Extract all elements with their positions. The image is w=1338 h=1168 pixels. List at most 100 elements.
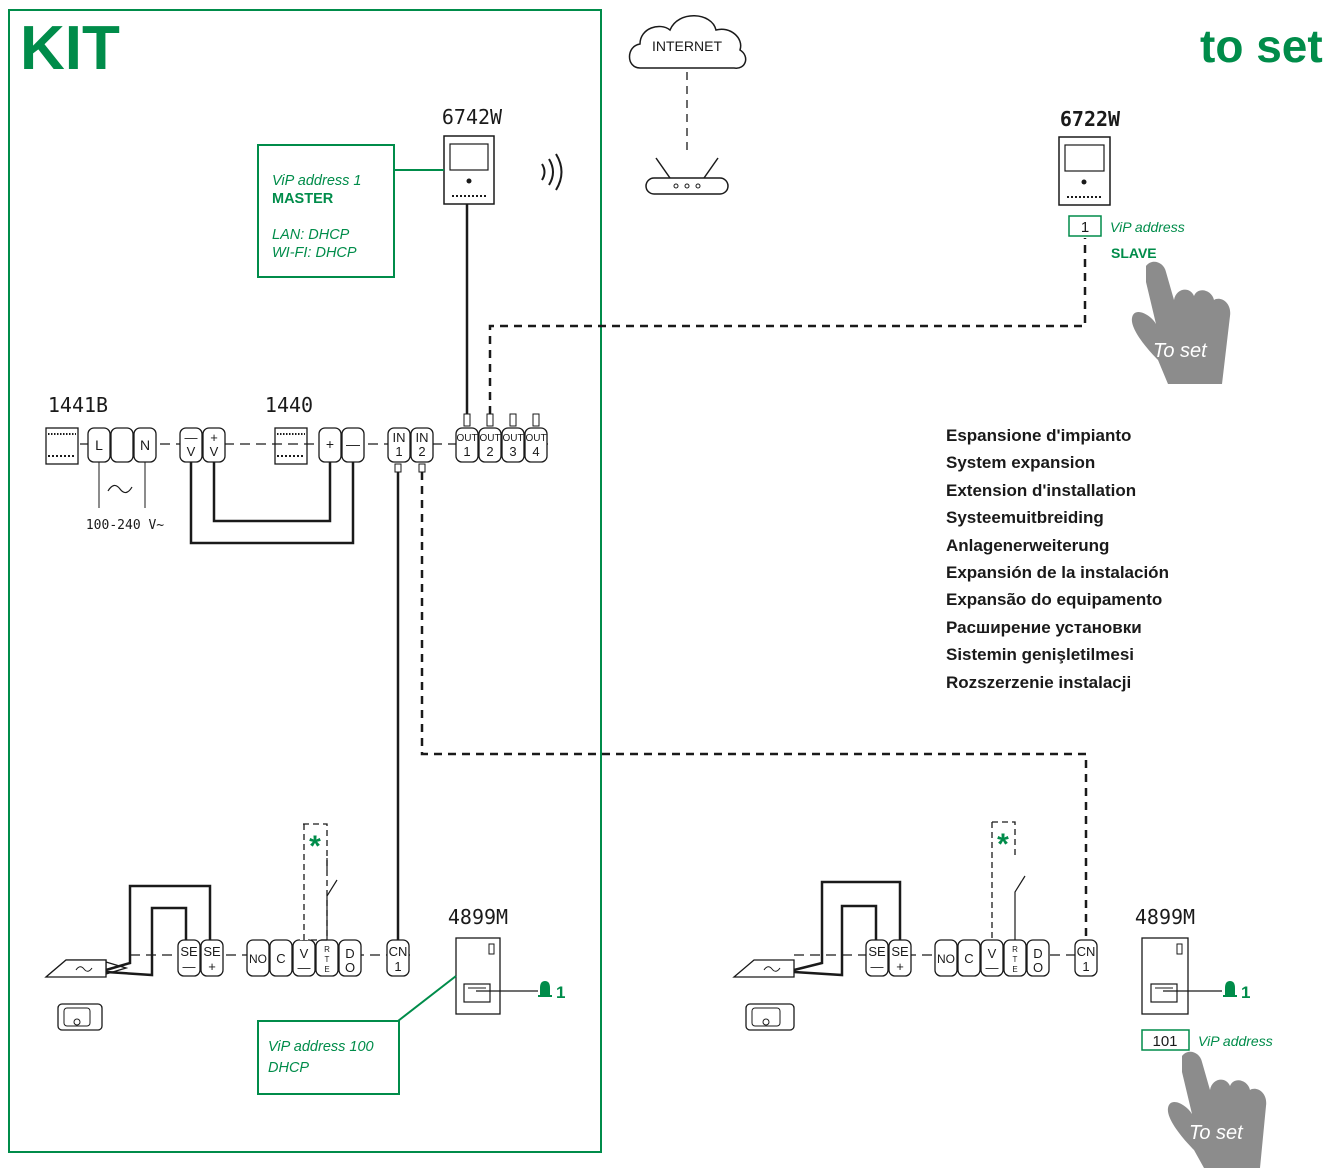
ext-terminal-no: NO [934, 939, 958, 977]
master-note-wifi: WI-FI: DHCP [272, 245, 357, 261]
master-note-lan: LAN: DHCP [272, 227, 350, 243]
kit-terminal-cn1: CN 1 [386, 939, 410, 977]
power-supply-icon [45, 427, 79, 465]
lock-wire-b-ext [793, 904, 878, 977]
asterisk-ext: * [997, 828, 1009, 861]
ac-symbol-icon [107, 484, 133, 494]
svg-text:D: D [345, 946, 354, 961]
svg-text:CN: CN [1077, 944, 1096, 959]
lock-wire-a-ext [793, 880, 902, 972]
slave-address-label: ViP address [1110, 219, 1185, 235]
ext-terminal-cn1: CN 1 [1074, 939, 1098, 977]
rj45-out4 [532, 413, 540, 427]
svg-text:+: + [326, 436, 334, 452]
svg-text:NO: NO [937, 952, 955, 966]
slave-address-box [1068, 215, 1102, 237]
switch-terminal-minus: — [341, 427, 365, 463]
master-note-address: ViP address 1 [272, 173, 362, 189]
door-panel-icon-kit [455, 937, 501, 1015]
kit-terminal-se-minus: SE — [177, 939, 201, 977]
svg-text:2: 2 [486, 444, 493, 459]
optional-link-ext [992, 821, 1016, 856]
expansion-title-tr: Sistemin genişletilmesi [946, 645, 1135, 665]
slave-address-value: 1 [1081, 219, 1089, 236]
internet-cloud-icon: INTERNET [628, 15, 747, 69]
svg-text:NO: NO [249, 952, 267, 966]
rj45-in1 [394, 463, 402, 473]
expansion-title-ru: Расширение установки [946, 617, 1142, 637]
kit-title: KIT [20, 14, 120, 83]
svg-text:+: + [210, 430, 218, 445]
hand-pointer-icon-2 [1167, 1051, 1267, 1168]
svg-text:1: 1 [463, 444, 470, 459]
svg-text:CN: CN [389, 944, 408, 959]
rj45-out3 [509, 413, 517, 427]
svg-text:R: R [1012, 945, 1018, 954]
power-wire-plus [212, 462, 332, 523]
svg-text:SE: SE [868, 944, 886, 959]
rj45-in2 [418, 463, 426, 473]
switch-port-out3: OUT 3 [501, 427, 525, 463]
rj45-out2 [486, 413, 494, 427]
svg-text:C: C [964, 951, 973, 966]
svg-text:N: N [140, 437, 150, 453]
switch-port-in1: IN 1 [387, 427, 411, 463]
slave-monitor-cable [488, 238, 1087, 414]
svg-text:—: — [185, 430, 198, 445]
internet-label: INTERNET [652, 38, 722, 54]
electric-lock-icon-kit [57, 1003, 103, 1031]
svg-text:OUT: OUT [525, 433, 546, 444]
svg-text:O: O [345, 960, 355, 975]
panel-kit-note-dhcp: DHCP [268, 1060, 310, 1076]
svg-text:D: D [1033, 946, 1042, 961]
svg-text:3: 3 [509, 444, 516, 459]
svg-text:+: + [208, 959, 216, 974]
lock-wire-b-kit [105, 906, 188, 977]
switch-model: 1440 [265, 393, 313, 417]
ext-terminal-rte: R T E [1003, 939, 1027, 977]
panel-kit-model: 4899M [448, 905, 508, 929]
wifi-signal-icon [541, 153, 563, 191]
svg-text:E: E [324, 965, 329, 974]
kit-terminal-v: V — [292, 939, 316, 977]
svg-text:T: T [1013, 955, 1018, 964]
hand-pointer-icon [1131, 261, 1231, 384]
switch-terminal-plus: + [318, 427, 342, 463]
kit-terminal-c: C [269, 939, 293, 977]
ext-terminal-se-minus: SE — [865, 939, 889, 977]
expansion-title-nl: Systeemuitbreiding [946, 508, 1104, 528]
svg-text:V: V [988, 946, 997, 961]
asterisk-kit: * [309, 830, 321, 863]
kit-frame [8, 9, 602, 1153]
bell-icon-kit [538, 981, 552, 997]
svg-text:1: 1 [1082, 959, 1089, 974]
svg-text:V: V [210, 444, 219, 459]
switch-port-out2: OUT 2 [478, 427, 502, 463]
power-supply-model: 1441B [48, 393, 108, 417]
door-panel-icon-ext [1141, 937, 1189, 1015]
svg-text:R: R [324, 945, 330, 954]
panel-ext-address-label: ViP address [1198, 1033, 1273, 1049]
expansion-title-es: Expansión de la instalación [946, 563, 1169, 583]
svg-text:O: O [1033, 960, 1043, 975]
to-set-title: to set [1200, 20, 1323, 72]
panel-kit-note: ViP address 100 DHCP [268, 1037, 374, 1079]
ext-terminal-do: D O [1026, 939, 1050, 977]
monitor-master-icon [443, 135, 495, 205]
hand-label-1: To set [1153, 340, 1208, 362]
svg-text:V: V [187, 444, 196, 459]
master-note-role: MASTER [272, 191, 334, 207]
svg-text:OUT: OUT [502, 433, 523, 444]
svg-text:L: L [95, 437, 103, 453]
svg-text:V: V [300, 946, 309, 961]
expansion-title-pl: Rozszerzenie instalacji [946, 672, 1132, 692]
monitor-slave-model: 6722W [1060, 107, 1121, 131]
expansion-title-de: Anlagenerweiterung [946, 535, 1110, 555]
electric-lock-icon-ext [745, 1003, 795, 1031]
kit-terminal-rte: R T E [315, 939, 339, 977]
switch-port-in2: IN 2 [410, 427, 434, 463]
bell-number-ext: 1 [1241, 983, 1250, 1002]
rj45-out1 [463, 413, 471, 427]
hand-label-2: To set [1189, 1122, 1244, 1144]
